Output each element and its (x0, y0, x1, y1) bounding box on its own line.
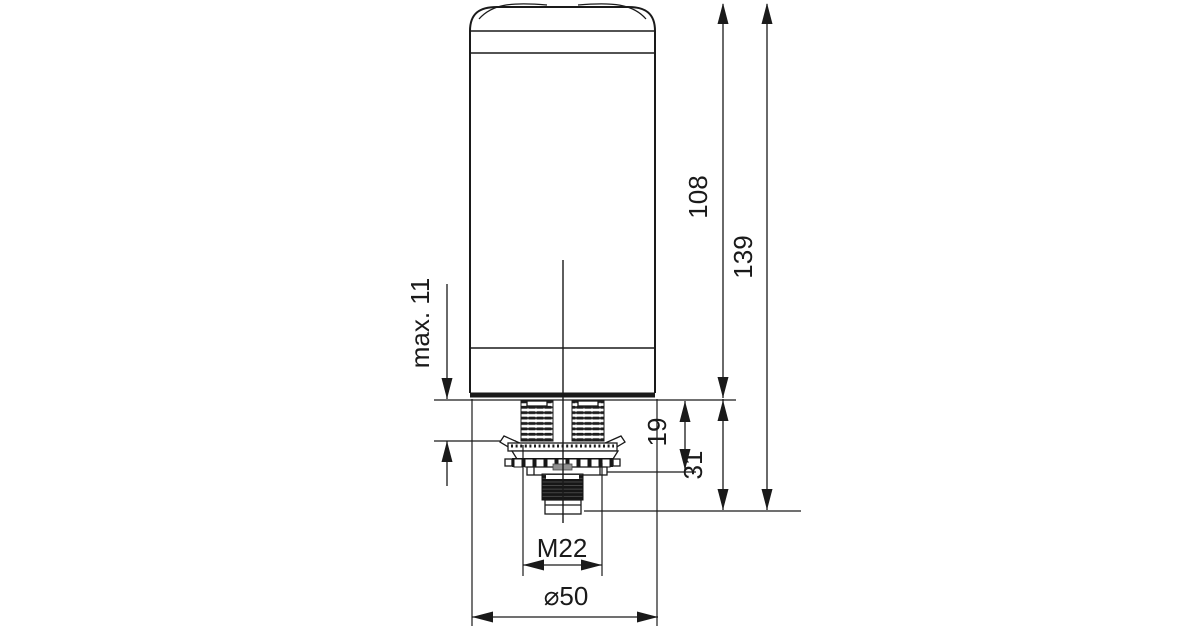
arrow-up-icon (717, 3, 729, 24)
arrow-up-icon (679, 401, 691, 422)
knurled-ring (513, 458, 611, 468)
arrow-up-icon (441, 441, 453, 462)
dimension-label-max11: max. 11 (405, 278, 435, 369)
body-outline (469, 6, 656, 393)
dimension-stud-length: 19 (642, 401, 691, 470)
mounting-nut (510, 450, 620, 460)
arrow-up-icon (761, 3, 773, 24)
arrow-right-icon (581, 559, 602, 571)
dimension-mounting-thread: M22 (523, 533, 602, 571)
knurl-endcap-right (612, 458, 621, 467)
dimension-label-139: 139 (728, 235, 758, 278)
dimension-label-d50: ⌀50 (544, 581, 589, 611)
arrow-down-icon (717, 377, 729, 398)
dimension-body-height: 108 (683, 3, 729, 398)
arrow-up-icon (717, 400, 729, 421)
arrow-down-icon (717, 489, 729, 510)
arrow-down-icon (441, 378, 453, 399)
dome-arc-left (478, 3, 548, 20)
dome-arc-right (577, 3, 647, 20)
dimension-label-m22: M22 (537, 533, 588, 563)
dimension-total-height: 139 (728, 3, 773, 510)
arrow-right-icon (637, 611, 658, 623)
arrow-left-icon (472, 611, 493, 623)
mounting-stud-right (571, 400, 605, 442)
knurl-endcap-left (504, 458, 513, 467)
arrow-down-icon (679, 449, 691, 470)
dimension-mounting-plate: max. 11 (405, 278, 453, 486)
dimension-label-19: 19 (642, 418, 672, 447)
arrow-down-icon (761, 489, 773, 510)
stud-top-right (577, 400, 599, 407)
stud-top-left (526, 400, 548, 407)
mounting-stud-left (520, 400, 554, 442)
extension-lines (434, 399, 801, 626)
arrow-left-icon (523, 559, 544, 571)
dimension-housing-diameter: ⌀50 (472, 581, 658, 623)
dimension-label-108: 108 (683, 175, 713, 218)
